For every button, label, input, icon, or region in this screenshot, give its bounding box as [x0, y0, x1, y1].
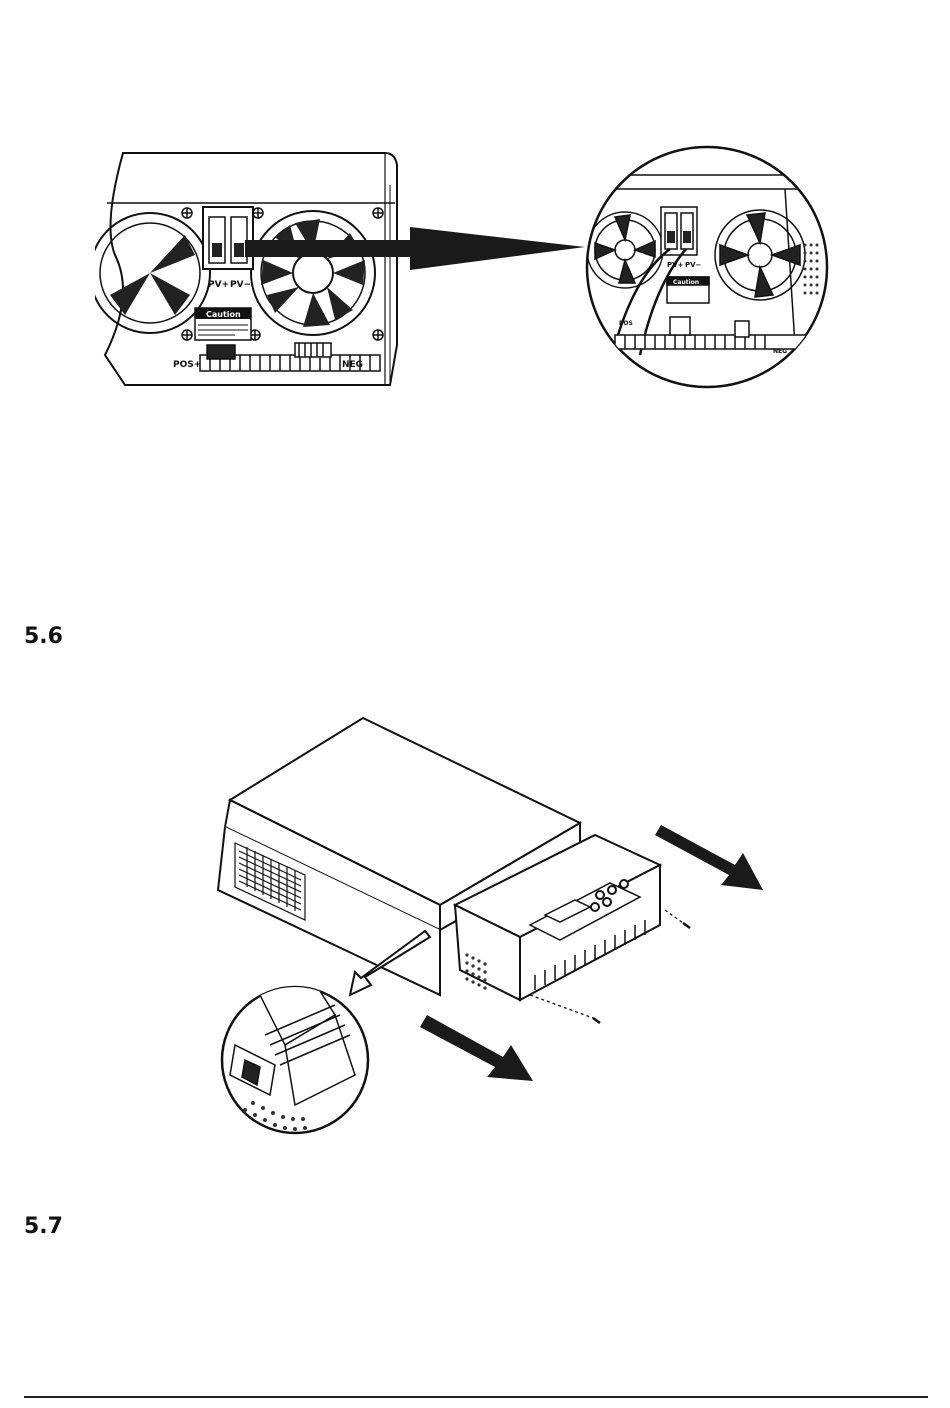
cover-install-diagram	[215, 715, 775, 1140]
zoom-pv-minus-label: PV−	[685, 261, 702, 269]
pv-terminal-diagram: PV+ PV− Caution POS+ NEG	[95, 145, 835, 395]
right-fan-icon	[251, 211, 375, 335]
zoom-pv-plus-label: PV+	[667, 261, 684, 269]
push-arrow-bottom	[420, 1015, 533, 1081]
zoom-pos-label: POS	[619, 320, 633, 327]
pv-terminal-block	[203, 207, 253, 269]
section-5-6-number: 5.6	[24, 624, 63, 649]
footer-divider	[24, 1396, 928, 1398]
pv-minus-label: PV−	[230, 280, 251, 290]
pv-plus-label: PV+	[208, 280, 229, 290]
neg-label: NEG	[342, 360, 363, 370]
section-5-7-number: 5.7	[24, 1214, 63, 1239]
latch-detail-circle	[222, 975, 368, 1133]
push-arrow-top	[655, 825, 763, 890]
zoom-neg-label: NEG	[773, 348, 787, 355]
pos-label: POS+	[173, 360, 201, 370]
caution-text: Caution	[206, 310, 241, 319]
zoom-caution-text: Caution	[673, 279, 699, 286]
zoom-detail-circle	[575, 147, 835, 387]
